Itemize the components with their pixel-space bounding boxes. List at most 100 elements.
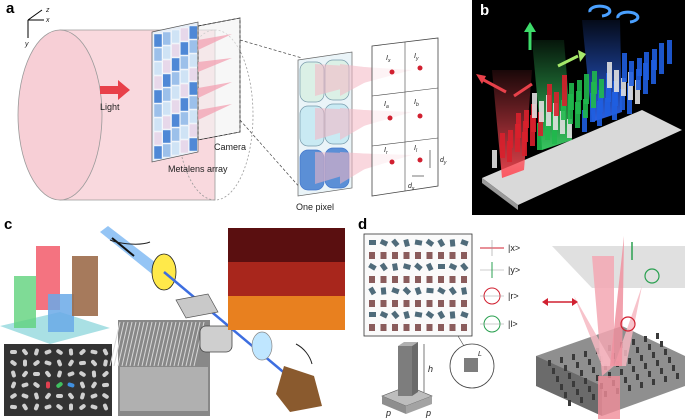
nanopillar <box>545 120 550 140</box>
nanopillar <box>569 83 574 110</box>
metaatom <box>449 239 456 247</box>
meta-bump <box>644 336 647 342</box>
metaatom <box>415 252 421 259</box>
metaatom <box>369 240 376 245</box>
metaatom <box>425 262 434 272</box>
grating-line <box>173 321 185 367</box>
metalens-cell <box>153 131 163 146</box>
axis-x-label: x <box>45 17 50 24</box>
metaatom <box>392 276 398 283</box>
heatmap-cell <box>267 296 287 313</box>
metalens-cell <box>162 73 172 88</box>
nanopillar <box>629 61 634 86</box>
metaatom <box>368 286 377 296</box>
meta-bump <box>568 373 571 379</box>
grating-line <box>141 321 153 367</box>
metalens-cell <box>153 33 163 48</box>
metalens-cell <box>153 61 163 76</box>
grating-line <box>149 321 161 367</box>
meta-bump <box>596 375 599 381</box>
grating-line <box>169 321 181 367</box>
sem-grain <box>56 382 63 388</box>
metaatom <box>438 276 444 283</box>
meta-bump <box>628 358 631 364</box>
nanopillar <box>622 53 627 82</box>
sem-grain <box>57 370 62 378</box>
grating-line <box>185 321 197 367</box>
metalens-cell <box>188 25 198 40</box>
sem-grain <box>44 404 52 410</box>
meta-bump <box>636 347 639 353</box>
panel-a-figure: z x y Light Metalens array <box>17 7 447 212</box>
meta-bump <box>588 386 591 392</box>
grating-line <box>161 321 173 367</box>
nanopillar <box>553 103 558 130</box>
light-arrow-icon <box>100 80 130 100</box>
sem-grain <box>22 348 28 356</box>
sem-grain <box>67 371 75 377</box>
panel-c: c <box>0 216 350 419</box>
sem-grain <box>44 349 52 355</box>
nanopillar <box>575 102 580 128</box>
svg-text:Ib: Ib <box>414 99 419 108</box>
grating-line <box>129 321 141 367</box>
nanostructure-blocks <box>0 246 110 344</box>
meta-bump <box>640 382 643 388</box>
metaatom <box>403 252 410 259</box>
unit-cell-pillar <box>381 342 433 414</box>
sem-grain <box>33 360 40 366</box>
sem-grain <box>90 404 98 410</box>
sem-grain <box>22 403 28 411</box>
panel-c-figure <box>0 226 345 416</box>
meta-bump <box>672 365 675 371</box>
polarization-states <box>480 240 504 333</box>
sem-grain <box>33 403 40 411</box>
meta-bump <box>640 355 643 361</box>
metaatom <box>415 324 421 331</box>
sem-grain <box>10 360 17 366</box>
metalens-cell <box>171 85 180 100</box>
stokes-labels: Ix Iy Ia Ib Ir Il <box>384 53 419 156</box>
panel-d-label: d <box>358 216 368 233</box>
metalens-cell <box>188 137 198 152</box>
meta-bump <box>648 344 651 350</box>
sem-grain <box>56 404 63 410</box>
sem-grain <box>102 393 109 399</box>
sem-grain <box>34 348 39 356</box>
nanopillar <box>508 130 513 148</box>
sem-grain <box>79 381 86 389</box>
sem-grain <box>33 382 40 388</box>
panel-b-figure <box>476 4 682 210</box>
grating-line <box>145 321 157 367</box>
grating-line <box>157 321 169 367</box>
light-cylinder <box>17 29 254 201</box>
axes-icon <box>27 9 44 38</box>
svg-text:Ir: Ir <box>384 147 388 156</box>
metalens-cell <box>188 95 198 110</box>
nanopillar <box>605 98 610 116</box>
meta-bump <box>560 357 563 363</box>
meta-bump <box>592 367 595 373</box>
metaatom <box>449 311 456 319</box>
meta-bump <box>576 362 579 368</box>
nanopillar <box>651 60 656 84</box>
sem-grain <box>79 404 86 410</box>
nanopillar <box>584 74 589 104</box>
sem-grain <box>68 348 74 356</box>
nanopillar <box>577 80 582 100</box>
sem-grain <box>56 359 63 367</box>
sem-grain <box>44 360 52 366</box>
metalens-cell <box>188 53 198 68</box>
heatmap-cell <box>228 228 248 245</box>
heatmap-cell <box>228 313 248 330</box>
heatmap-cell <box>306 245 326 262</box>
heatmap-cell <box>267 313 287 330</box>
metaatom <box>460 311 469 319</box>
light-label: Light <box>100 102 120 112</box>
metalens-cell <box>162 101 172 116</box>
metaatom <box>426 300 433 307</box>
nanopillar <box>576 91 581 114</box>
dimension-marks <box>412 150 431 177</box>
heatmap-cell <box>228 296 248 313</box>
heatmap-cell <box>286 279 306 296</box>
